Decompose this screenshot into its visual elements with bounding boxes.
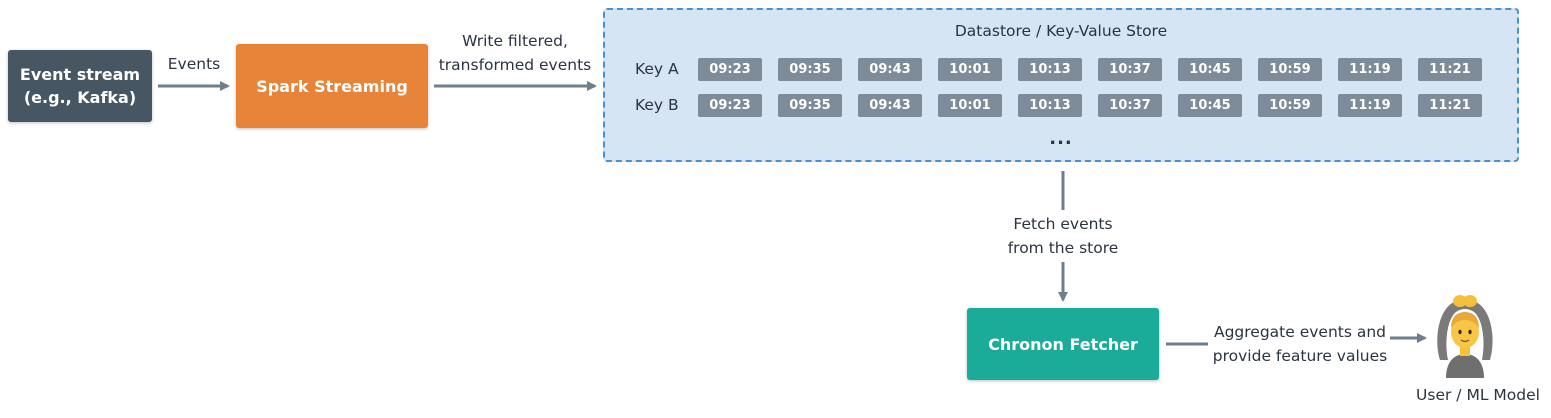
fetch-edge-line1: Fetch events: [1013, 215, 1113, 233]
timestamp-chip: 10:45: [1178, 94, 1242, 117]
timestamp-chip: 10:37: [1098, 94, 1162, 117]
event-stream-line1: Event stream: [19, 65, 141, 84]
aggregate-edge-label: Aggregate events and provide feature val…: [1198, 320, 1402, 368]
key-label: Key A: [635, 60, 679, 78]
timestamp-chip: 11:19: [1338, 94, 1402, 117]
spark-streaming-label: Spark Streaming: [256, 76, 408, 96]
timestamp-chip: 10:01: [938, 58, 1002, 81]
timestamp-chip: 10:45: [1178, 58, 1242, 81]
timestamp-chip: 09:35: [778, 94, 842, 117]
timestamp-chip: 11:21: [1418, 58, 1482, 81]
timestamp-chip: 10:37: [1098, 58, 1162, 81]
timestamp-chip: 11:21: [1418, 94, 1482, 117]
timestamp-chip: 10:13: [1018, 58, 1082, 81]
timestamp-chip: 10:59: [1258, 58, 1322, 81]
aggregate-edge-line2: provide feature values: [1212, 347, 1388, 365]
timestamp-chip: 10:13: [1018, 94, 1082, 117]
person-gesturing-ok-icon: [1437, 295, 1493, 378]
write-edge-label: Write filtered, transformed events: [432, 29, 598, 77]
fetch-edge-line2: from the store: [1007, 239, 1119, 257]
timestamp-chip: 09:23: [698, 94, 762, 117]
timestamp-chip: 09:43: [858, 58, 922, 81]
datastore-ellipsis: ...: [1049, 128, 1073, 149]
timestamp-chip: 10:59: [1258, 94, 1322, 117]
datastore-title: Datastore / Key-Value Store: [954, 22, 1168, 40]
chronon-fetcher-node: Chronon Fetcher: [967, 308, 1159, 380]
events-edge-label: Events: [167, 55, 221, 73]
key-label: Key B: [635, 96, 679, 114]
timestamp-chip: 09:23: [698, 58, 762, 81]
event-stream-node: Event stream (e.g., Kafka): [8, 50, 152, 122]
aggregate-edge-line1: Aggregate events and: [1213, 323, 1387, 341]
chronon-fetcher-label: Chronon Fetcher: [988, 334, 1138, 354]
datastore-container: Datastore / Key-Value Store Key A 09:23 …: [603, 8, 1519, 162]
timestamp-chip: 09:35: [778, 58, 842, 81]
timestamp-chip: 10:01: [938, 94, 1002, 117]
timestamp-chip: 11:19: [1338, 58, 1402, 81]
fetch-edge-label: Fetch events from the store: [983, 212, 1143, 260]
write-edge-line1: Write filtered,: [462, 32, 568, 50]
spark-streaming-node: Spark Streaming: [236, 44, 428, 128]
write-edge-line2: transformed events: [438, 56, 592, 74]
event-stream-line2: (e.g., Kafka): [23, 88, 137, 107]
user-ml-model-label: User / ML Model: [1416, 386, 1540, 404]
timestamp-chip: 09:43: [858, 94, 922, 117]
